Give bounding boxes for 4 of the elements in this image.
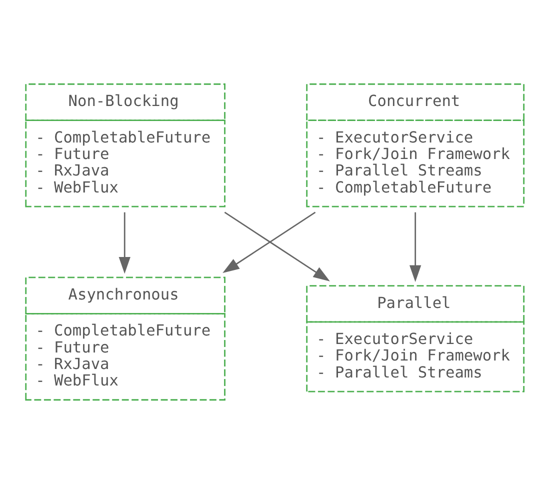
arrow: [118, 212, 130, 274]
arrow: [222, 212, 316, 274]
arrow: [224, 212, 330, 282]
arrow: [409, 212, 422, 282]
